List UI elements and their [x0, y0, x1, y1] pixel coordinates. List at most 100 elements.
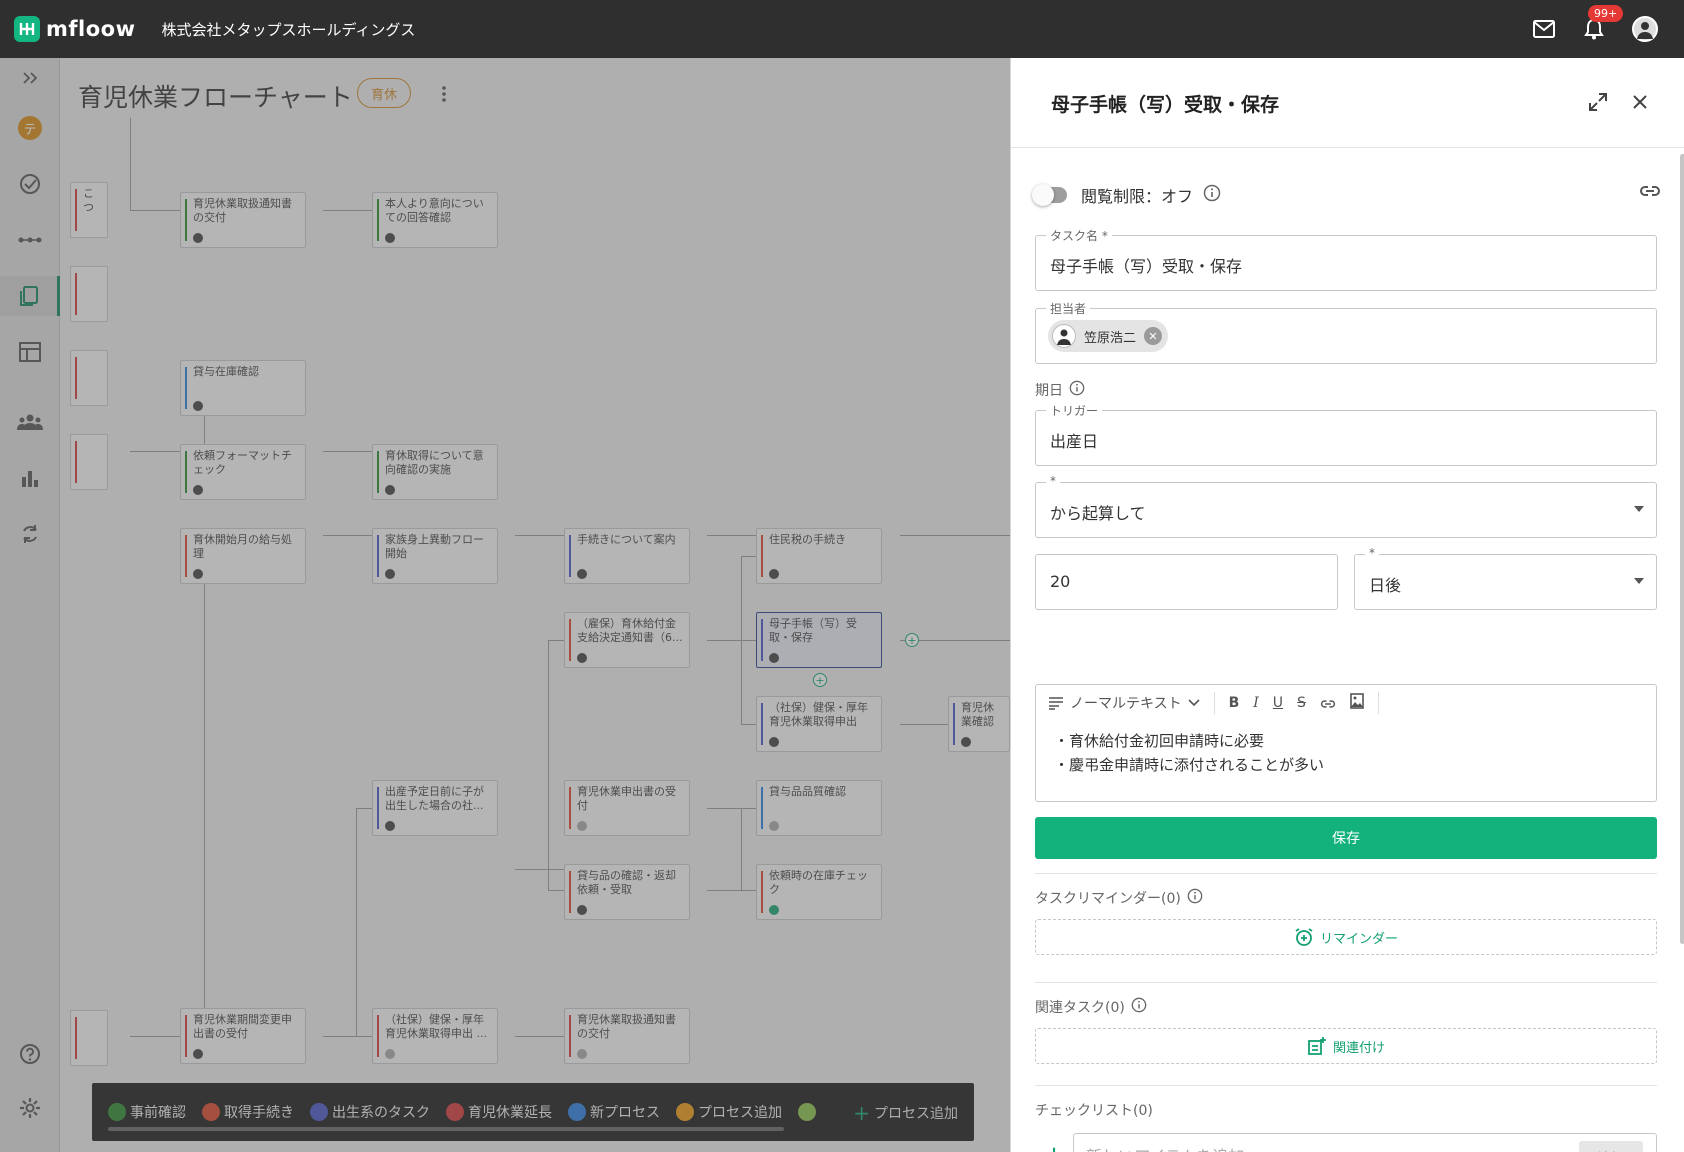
node-label: 家族身上異動フロー開始 [385, 533, 484, 560]
checklist-add-button[interactable]: 追加 [1579, 1141, 1643, 1152]
sidebar-item-workspace[interactable]: テ [0, 108, 60, 148]
task-name-field[interactable]: タスク名 * 母子手帳（写）受取・保存 [1035, 227, 1657, 291]
flow-node[interactable]: （社保）健保・厚年育児休業取得申出 [756, 696, 882, 752]
strikethrough-icon[interactable]: S [1297, 695, 1306, 711]
remove-assignee-icon[interactable]: ✕ [1144, 327, 1163, 345]
flow-node[interactable]: 育休取得について意向確認の実施 [372, 444, 498, 500]
plus-icon[interactable]: + [1035, 1141, 1073, 1152]
expand-icon[interactable] [0, 58, 60, 98]
visibility-toggle[interactable] [1032, 184, 1067, 206]
flow-node[interactable]: 貸与品品質確認 [756, 780, 882, 836]
italic-icon[interactable]: I [1253, 695, 1259, 711]
days-input[interactable]: 20 [1035, 554, 1338, 610]
description-editor[interactable]: ノーマルテキスト B I U S ・育休給付金初回申請時に必要 ・慶弔金申請時に… [1035, 684, 1657, 802]
chart-icon[interactable] [0, 458, 60, 498]
flow-node[interactable]: 貸与品の確認・返却依頼・受取 [564, 864, 690, 920]
node-label: 育児休業取扱通知書の交付 [577, 1013, 676, 1040]
flow-node[interactable] [70, 350, 108, 406]
save-button[interactable]: 保存 [1035, 817, 1657, 859]
table-icon[interactable] [0, 332, 60, 372]
flow-node[interactable]: 育児休業申出書の受付 [564, 780, 690, 836]
info-icon[interactable] [1069, 380, 1085, 400]
flow-node-selected[interactable]: 母子手帳（写）受取・保存 [756, 612, 882, 668]
flow-node[interactable]: 貸与在庫確認 [180, 360, 306, 416]
add-reminder-button[interactable]: リマインダー [1035, 919, 1657, 955]
legend-item[interactable]: 育児休業延長 [446, 1102, 552, 1122]
legend-item[interactable]: 新プロセス [568, 1102, 660, 1122]
underline-icon[interactable]: U [1272, 695, 1284, 711]
connector [515, 1036, 581, 1037]
checklist-input[interactable] [1073, 1133, 1657, 1152]
legend-item[interactable]: プロセス追加 [676, 1102, 782, 1122]
flow-node[interactable]: 育児休業取扱通知書の交付 [564, 1008, 690, 1064]
bold-icon[interactable]: B [1228, 695, 1240, 711]
help-icon[interactable] [0, 1034, 60, 1074]
assignee-field[interactable]: 担当者 笠原浩二 ✕ [1035, 300, 1657, 364]
info-icon[interactable] [1187, 888, 1203, 908]
flow-node[interactable]: 育児休業期間変更申出書の受付 [180, 1008, 306, 1064]
add-node-icon[interactable]: + [813, 673, 827, 687]
legend-scrollbar[interactable] [108, 1127, 784, 1131]
legend-item[interactable]: 取得手続き [202, 1102, 294, 1122]
flow-node[interactable] [70, 266, 108, 322]
check-circle-icon[interactable] [0, 164, 60, 204]
info-icon[interactable] [1131, 997, 1147, 1017]
flow-node[interactable]: 依頼フォーマットチェック [180, 444, 306, 500]
days-value: 20 [1050, 572, 1071, 591]
legend-item[interactable]: 出生系のタスク [310, 1102, 430, 1122]
more-vert-icon[interactable] [432, 80, 456, 108]
settings-icon[interactable] [0, 1088, 60, 1128]
trigger-field[interactable]: トリガー 出産日 [1035, 402, 1657, 466]
legend-item[interactable]: 事前確認 [108, 1102, 186, 1122]
logo[interactable]: mfloow [14, 16, 135, 42]
legend-item[interactable] [798, 1103, 820, 1121]
flow-icon[interactable] [0, 220, 60, 260]
category-chip[interactable]: 育休 [357, 78, 411, 108]
user-avatar[interactable] [1632, 16, 1658, 42]
flow-node[interactable]: （社保）健保・厚年育児休業取得申出 ... [372, 1008, 498, 1064]
connector [515, 869, 581, 870]
flow-node[interactable]: 育児休業取扱通知書の交付 [180, 192, 306, 248]
flow-node[interactable]: （雇保）育休給付金支給決定通知書（6... [564, 612, 690, 668]
link-icon[interactable] [1639, 183, 1661, 202]
link-icon[interactable] [1320, 694, 1336, 713]
flow-node[interactable]: 本人より意向についての回答確認 [372, 192, 498, 248]
flow-node[interactable]: 手続きについて案内 [564, 528, 690, 584]
flow-node[interactable]: 育児休業確認 [948, 696, 1010, 752]
connector [323, 451, 389, 452]
trigger-value: 出産日 [1050, 432, 1099, 451]
flow-node[interactable] [70, 434, 108, 490]
flow-node[interactable]: 住民税の手続き [756, 528, 882, 584]
editor-content[interactable]: ・育休給付金初回申請時に必要 ・慶弔金申請時に添付されることが多い [1036, 721, 1656, 785]
flow-node[interactable]: 育休開始月の給与処理 [180, 528, 306, 584]
text-style-select[interactable]: ノーマルテキスト [1048, 693, 1200, 713]
pages-icon[interactable] [0, 276, 60, 316]
calc-select[interactable]: * から起算して [1035, 474, 1657, 538]
panel-scrollbar[interactable] [1680, 154, 1684, 944]
modal-backdrop[interactable] [0, 58, 1010, 1152]
info-icon[interactable] [1203, 184, 1221, 206]
link-task-button[interactable]: 関連付け [1035, 1028, 1657, 1064]
chevron-down-icon [1634, 578, 1644, 584]
flowchart-canvas[interactable]: こつ 育児休業取扱通知書の交付 本人より意向についての回答確認 貸与在庫確認 依… [70, 118, 1010, 1152]
flow-node[interactable]: 家族身上異動フロー開始 [372, 528, 498, 584]
node-label: 育休取得について意向確認の実施 [385, 449, 484, 476]
expand-panel-icon[interactable] [1584, 88, 1612, 116]
checklist-input-wrap: 追加 [1073, 1133, 1657, 1152]
direction-select[interactable]: * 日後 [1354, 546, 1657, 610]
flow-node[interactable]: こつ [70, 182, 108, 238]
flow-node[interactable] [70, 1010, 108, 1066]
close-icon[interactable] [1626, 88, 1654, 116]
assignee-chip[interactable]: 笠原浩二 ✕ [1048, 320, 1169, 352]
people-icon[interactable] [0, 402, 60, 442]
flow-node[interactable]: 依頼時の在庫チェック [756, 864, 882, 920]
chevron-down-icon [1634, 506, 1644, 512]
flow-node[interactable]: 出産予定日前に子が出生した場合の社... [372, 780, 498, 836]
add-process-label: プロセス追加 [874, 1106, 958, 1122]
bell-icon[interactable]: 99+ [1582, 5, 1624, 41]
add-process-button[interactable]: +プロセス追加 [853, 1101, 958, 1125]
add-node-icon[interactable]: + [905, 633, 919, 647]
image-icon[interactable] [1350, 693, 1364, 713]
sync-icon[interactable] [0, 514, 60, 554]
mail-icon[interactable] [1532, 17, 1556, 41]
